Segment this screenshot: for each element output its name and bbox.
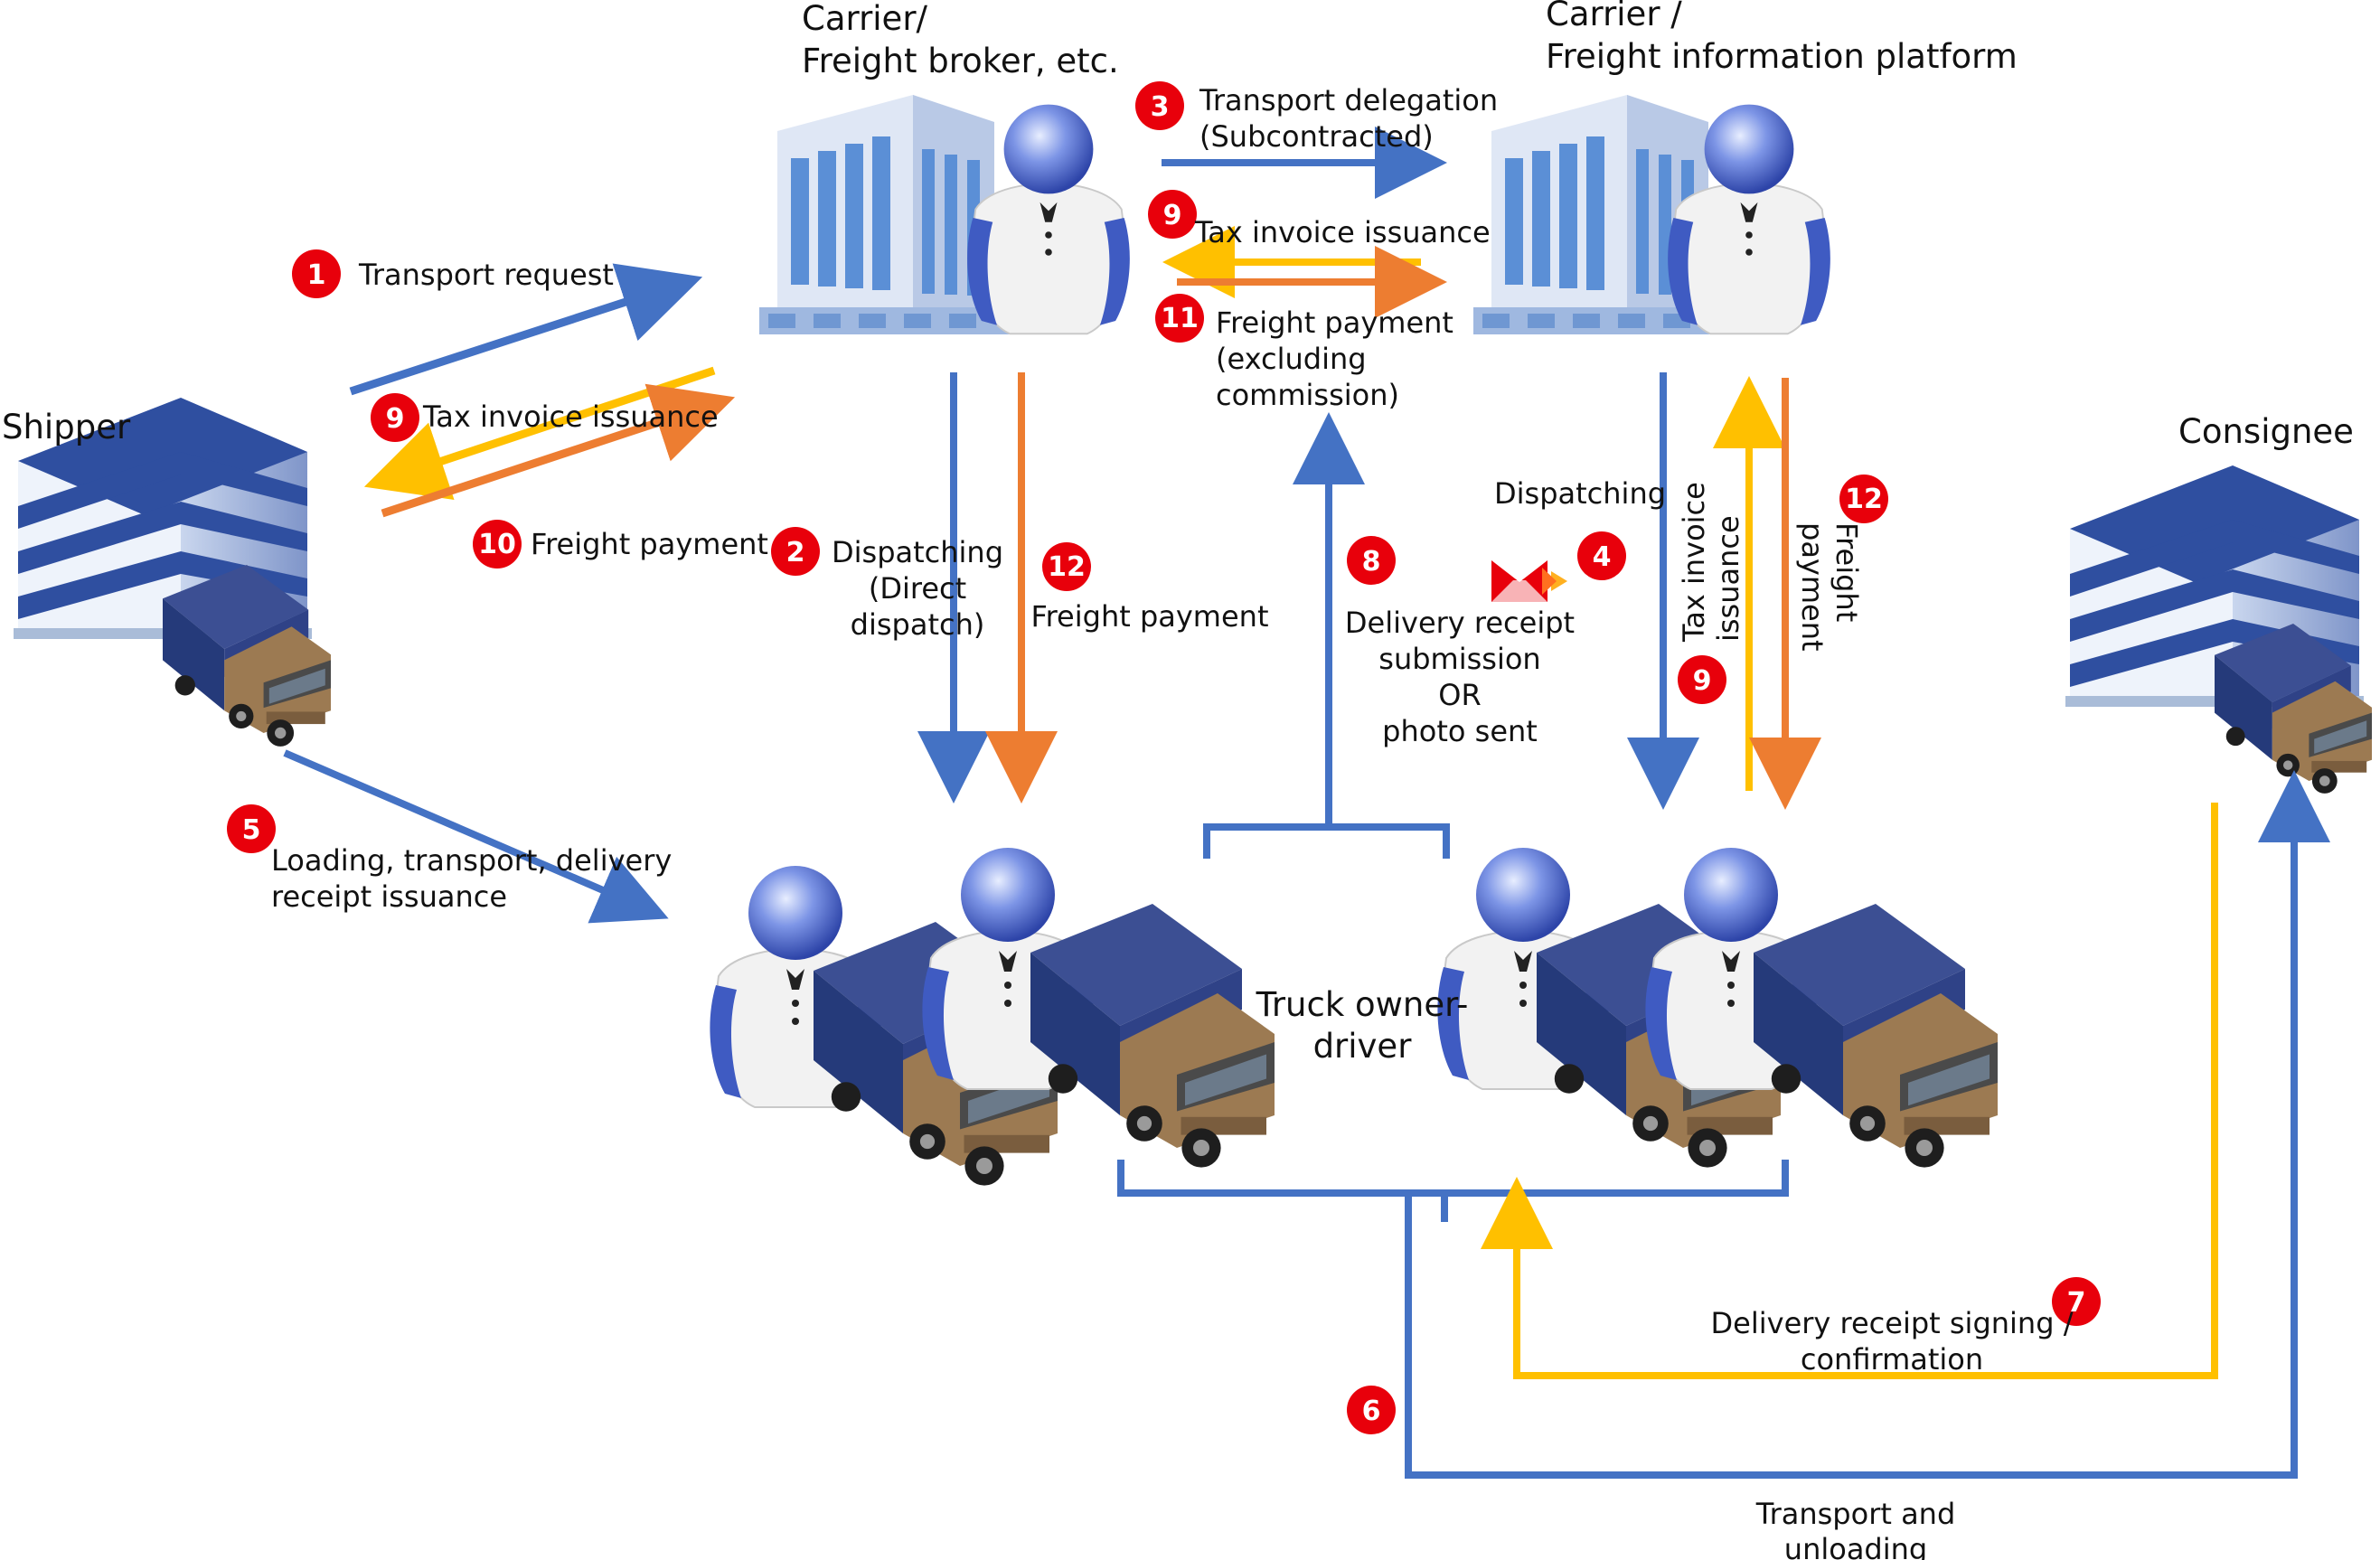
step-3-label-line1: Transport delegation	[1199, 83, 1498, 117]
svg-text:4: 4	[1593, 541, 1612, 573]
badge-9-shipper: 9	[371, 393, 419, 442]
step-6-label-line2: unloading	[1784, 1532, 1927, 1560]
step-7-label-line1: Delivery receipt signing /	[1711, 1306, 2074, 1340]
mobile-message-icon	[1491, 560, 1567, 602]
bracket-trucks-bottom	[1117, 1160, 1789, 1222]
badge-9-right: 9	[1678, 655, 1726, 704]
carrier-platform-label-line2: Freight information platform	[1546, 37, 2018, 76]
driver-label-line1: Truck owner-	[1256, 985, 1469, 1024]
step-12-left-label: Freight payment	[1031, 599, 1269, 634]
svg-text:9: 9	[1693, 665, 1712, 697]
step-9-shipper-label: Tax invoice issuance	[422, 399, 719, 434]
step-5-label-line1: Loading, transport, delivery	[271, 843, 672, 878]
badge-2: 2	[771, 527, 820, 576]
badge-5: 5	[227, 804, 276, 853]
svg-text:11: 11	[1161, 303, 1199, 334]
badge-9-top: 9	[1148, 190, 1197, 239]
badge-7: 7	[2052, 1277, 2101, 1326]
shipper-label: Shipper	[2, 408, 131, 446]
step-8-label-line3: OR	[1438, 678, 1481, 712]
svg-text:3: 3	[1151, 91, 1170, 123]
step-8-label-line2: submission	[1378, 642, 1540, 676]
carrier-broker-label-line2: Freight broker, etc.	[802, 42, 1119, 80]
step-2-label-line1: Dispatching	[832, 535, 1003, 569]
step-12-right-label-line1: Freight	[1830, 522, 1864, 622]
driver-group-left	[709, 847, 1275, 1186]
arrow-transport-unloading	[1405, 770, 2330, 1479]
step-8-label-line1: Delivery receipt	[1345, 606, 1575, 640]
badge-3: 3	[1135, 81, 1184, 130]
arrow-freight-payment-shipper	[381, 383, 736, 518]
svg-text:10: 10	[478, 529, 516, 560]
step-badges: 1 9 10 2 3 9 11 12 8 4 9 12 5 6 7	[227, 81, 2101, 1434]
svg-text:9: 9	[386, 403, 405, 435]
step-9-right-label-line1: Tax invoice	[1677, 482, 1711, 643]
step-6-label-line1: Transport and	[1755, 1497, 1956, 1531]
carrier-broker-label-line1: Carrier/	[802, 0, 928, 38]
step-7-label-line2: confirmation	[1801, 1342, 1983, 1377]
driver-truck-icon	[1754, 904, 1998, 1168]
step-10-label: Freight payment	[531, 527, 768, 561]
badge-4: 4	[1577, 531, 1626, 580]
driver-label-line2: driver	[1313, 1027, 1413, 1066]
step-11-label-line1: Freight payment	[1216, 305, 1453, 340]
badge-6: 6	[1347, 1386, 1396, 1434]
step-1-label: Transport request	[358, 258, 614, 292]
step-11-label-line2: (excluding	[1216, 342, 1367, 376]
svg-text:5: 5	[242, 814, 261, 846]
svg-text:7: 7	[2067, 1287, 2086, 1319]
carrier-platform-label-line1: Carrier /	[1546, 0, 1682, 33]
step-12-right-label-line2: payment	[1795, 522, 1830, 652]
driver-group-right	[1436, 847, 1998, 1168]
svg-text:2: 2	[786, 537, 805, 569]
badge-12-left: 12	[1042, 542, 1091, 591]
step-9-top-label: Tax invoice issuance	[1194, 215, 1491, 249]
badge-11: 11	[1155, 294, 1204, 343]
svg-text:12: 12	[1845, 484, 1883, 515]
consignee-label: Consignee	[2178, 412, 2354, 451]
driver-truck-icon	[1030, 904, 1275, 1168]
step-3-label-line2: (Subcontracted)	[1199, 119, 1434, 154]
step-5-label-line2: receipt issuance	[271, 879, 507, 914]
step-8-label-line4: photo sent	[1382, 714, 1538, 748]
badge-12-right: 12	[1839, 475, 1888, 523]
svg-text:9: 9	[1163, 200, 1182, 231]
step-2-label-line3: dispatch)	[851, 607, 985, 642]
step-2-label-line2: (Direct	[869, 571, 966, 606]
badge-8: 8	[1347, 536, 1396, 585]
svg-text:6: 6	[1362, 1396, 1381, 1427]
arrow-loading-transport	[283, 749, 669, 924]
svg-text:8: 8	[1362, 546, 1381, 578]
step-9-right-label-line2: issuance	[1711, 515, 1745, 642]
badge-1: 1	[292, 249, 341, 298]
step-11-label-line3: commission)	[1216, 378, 1399, 412]
step-4-label: Dispatching	[1494, 476, 1666, 511]
svg-text:1: 1	[307, 259, 326, 291]
arrow-transport-request	[349, 263, 703, 396]
svg-text:12: 12	[1048, 551, 1086, 583]
arrow-receipt-signing	[1481, 803, 2218, 1379]
badge-10: 10	[473, 520, 522, 569]
bracket-delivery-receipt	[1203, 823, 1450, 859]
